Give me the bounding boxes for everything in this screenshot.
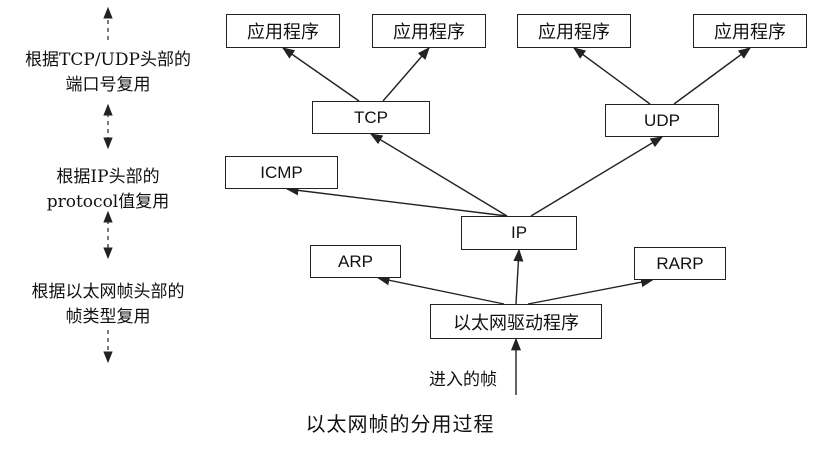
label-frametype-demux-line1: 根据以太网帧头部的 <box>31 282 185 302</box>
label-protocol-demux-line1: 根据IP头部的 <box>56 167 160 187</box>
node-tcp: TCP <box>312 101 430 134</box>
node-rarp: RARP <box>634 247 726 280</box>
label-port-demux-line1: 根据TCP/UDP头部的 <box>25 50 191 70</box>
incoming-frame-label: 进入的帧 <box>429 370 497 390</box>
label-frametype-demux-line2: 帧类型复用 <box>65 306 151 327</box>
label-frametype-demux: 根据以太网帧头部的 帧类型复用 <box>4 280 212 329</box>
edge-eth-to-arp <box>377 275 505 305</box>
node-application-3: 应用程序 <box>517 14 631 48</box>
edge-ip-to-icmp <box>285 185 508 217</box>
node-application-2: 应用程序 <box>372 14 486 48</box>
node-arp: ARP <box>310 245 401 278</box>
label-protocol-demux: 根据IP头部的 protocol值复用 <box>18 165 198 214</box>
edge-eth-to-rarp <box>527 277 654 305</box>
node-udp: UDP <box>605 104 719 137</box>
node-application-1: 应用程序 <box>226 14 340 48</box>
label-port-demux: 根据TCP/UDP头部的 端口号复用 <box>8 48 208 97</box>
label-protocol-demux-line2: protocol值复用 <box>46 191 170 212</box>
edge-ip-to-tcp <box>369 133 508 217</box>
label-port-demux-line2: 端口号复用 <box>65 74 151 95</box>
node-application-4: 应用程序 <box>693 14 807 48</box>
edge-eth-to-ip <box>513 248 524 305</box>
edge-udp-to-app4 <box>673 47 752 105</box>
node-icmp: ICMP <box>225 156 338 189</box>
node-ethernet-driver: 以太网驱动程序 <box>430 304 602 339</box>
edge-udp-to-app3 <box>572 47 651 105</box>
node-ip: IP <box>461 216 577 250</box>
edge-ip-to-udp <box>530 136 664 217</box>
diagram-caption: 以太网帧的分用过程 <box>305 412 495 436</box>
edge-tcp-to-app2 <box>382 47 430 102</box>
edge-tcp-to-app1 <box>281 47 360 102</box>
